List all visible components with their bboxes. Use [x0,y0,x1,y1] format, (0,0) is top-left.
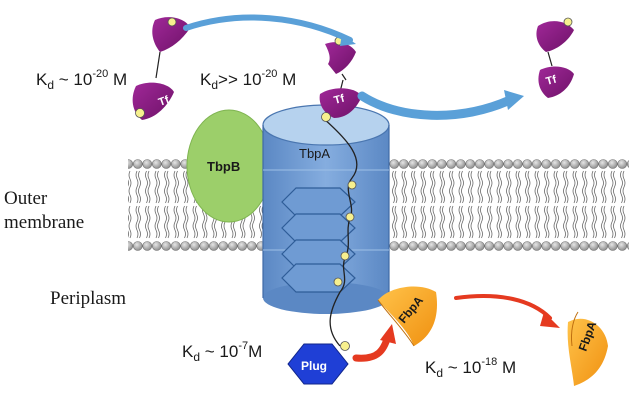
transferrin-apo [536,17,574,98]
outer-membrane-label-line1: Outer [4,188,48,209]
fbpa-receiving [377,286,438,347]
tbpa-label: TbpA [299,146,330,161]
iron-atom [135,108,145,118]
iron-atom [345,212,355,222]
fbpa-released [567,311,608,386]
arrow-release [357,91,515,120]
arrow-to-tbpa [183,14,353,43]
tf-label-bound: Tf [333,93,346,107]
iron-atom [333,277,343,287]
transferrin-holo [132,17,190,120]
iron-atom [347,180,357,190]
hexagon-2 [281,213,356,243]
iron-atom [340,251,350,261]
tf-label-holo: Tf [157,94,171,109]
kd-label-plug: Kd ~ 10-7M [182,340,263,364]
tf-label-apo: Tf [545,74,558,88]
periplasm-label: Periplasm [50,288,126,309]
tbpb-label: TbpB [207,159,240,174]
kd-label-bound-tf: Kd>> 10-20 M [200,68,297,92]
plug-label: Plug [301,359,327,373]
iron-atom [340,341,350,351]
plug-domain [287,341,350,385]
kd-label-holo-tf: Kd ~ 10-20 M [36,68,128,92]
iron-atom [167,17,177,27]
iron-path [322,117,358,347]
outer-membrane-label-line2: membrane [4,212,85,233]
arrow-fbpa-release [454,294,552,320]
hexagon-1 [281,187,356,217]
kd-label-fbpa: Kd ~ 10-18 M [425,356,517,380]
iron-transfer-arrows [352,294,560,362]
iron-atom [563,17,573,27]
tf-binding-arrows [183,14,524,120]
iron-atom [321,112,331,122]
